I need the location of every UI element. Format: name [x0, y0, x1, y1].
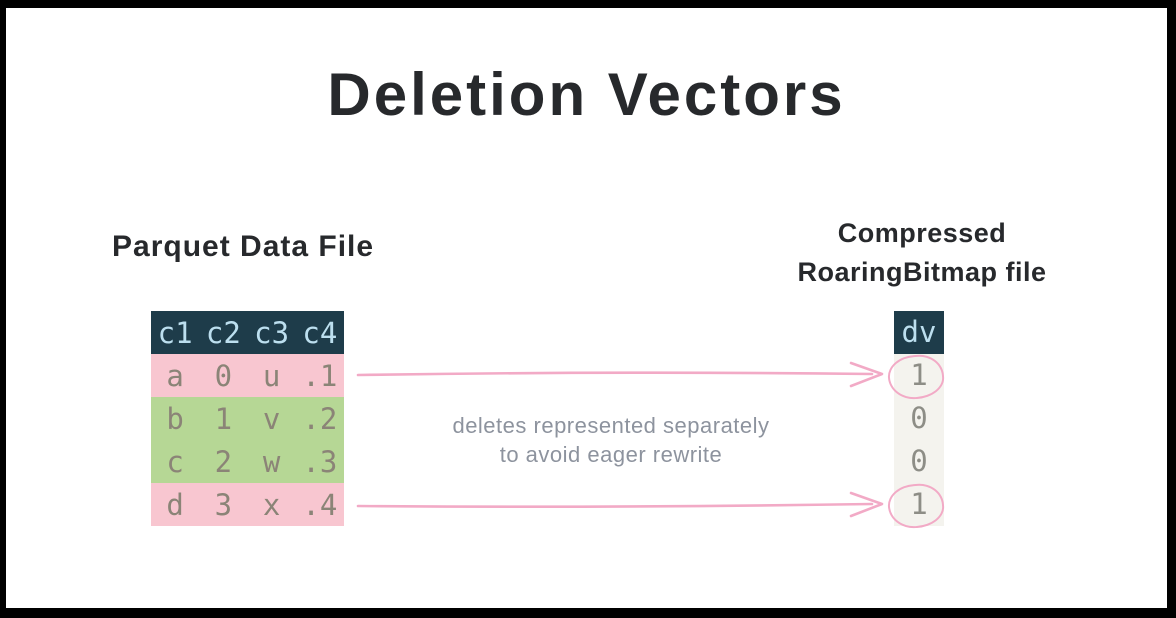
- dv-value: 1: [894, 483, 944, 526]
- arrow-row-a-to-dv: [356, 361, 884, 388]
- table-cell: x: [262, 487, 281, 522]
- table-cell: 2: [214, 444, 233, 479]
- deletion-vector-column: dv 1 0 0 1: [894, 311, 944, 526]
- table-row-deleted: a 0 u .1: [151, 354, 344, 397]
- table-cell: a: [166, 358, 184, 393]
- table-row: c 2 w .3: [151, 440, 344, 483]
- parquet-file-label: Parquet Data File: [112, 230, 375, 263]
- table-cell: 0: [214, 358, 233, 393]
- column-header: c3: [254, 315, 290, 350]
- table-row-deleted: d 3 x .4: [151, 483, 344, 526]
- column-header: c4: [302, 315, 338, 350]
- table-cell: b: [166, 401, 184, 436]
- table-cell: u: [262, 358, 281, 393]
- table-cell: 1: [214, 401, 233, 436]
- dv-column-header: dv: [894, 311, 944, 354]
- table-cell: .4: [302, 487, 338, 522]
- dv-value: 0: [894, 397, 944, 440]
- annotation-note: deletes represented separately to avoid …: [411, 411, 811, 469]
- table-cell: .3: [302, 444, 338, 479]
- roaringbitmap-label-line2: RoaringBitmap file: [797, 257, 1047, 287]
- table-header-row: c1 c2 c3 c4: [151, 311, 344, 354]
- table-cell: 3: [214, 487, 233, 522]
- table-cell: .1: [302, 358, 338, 393]
- arrow-row-d-to-dv: [356, 491, 884, 518]
- roaringbitmap-file-label: Compressed RoaringBitmap file: [766, 214, 1078, 292]
- diagram-title: Deletion Vectors: [327, 61, 846, 128]
- table-cell: d: [166, 487, 184, 522]
- table-cell: .2: [302, 401, 338, 436]
- dv-value: 1: [894, 354, 944, 397]
- table-cell: w: [262, 444, 281, 479]
- annotation-line2: to avoid eager rewrite: [499, 442, 723, 467]
- table-cell: c: [166, 444, 184, 479]
- roaringbitmap-label-line1: Compressed: [837, 218, 1007, 248]
- dv-value: 0: [894, 440, 944, 483]
- annotation-line1: deletes represented separately: [452, 413, 770, 438]
- table-row: b 1 v .2: [151, 397, 344, 440]
- parquet-data-table: c1 c2 c3 c4 a 0 u .1 b 1 v .2 c 2 w .3 d…: [151, 311, 344, 526]
- table-cell: v: [262, 401, 281, 436]
- column-header: c2: [205, 315, 241, 350]
- column-header: c1: [157, 315, 193, 350]
